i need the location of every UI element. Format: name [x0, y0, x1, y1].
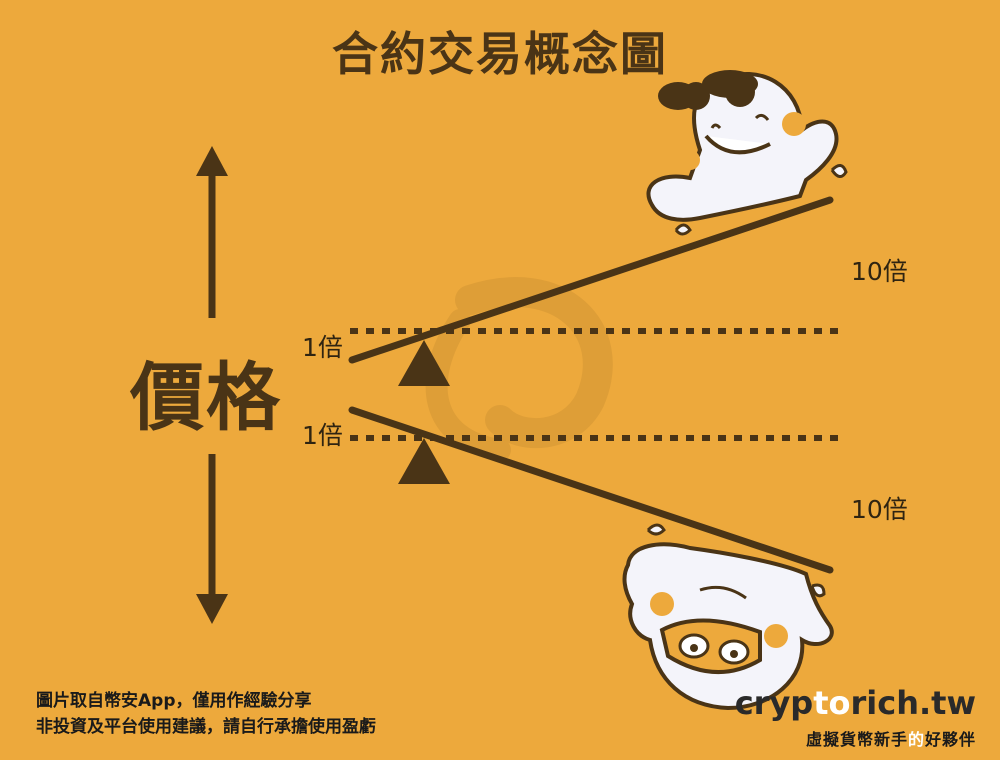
upper-base-multiplier-label: 1倍 [302, 333, 343, 362]
watermark-logo [425, 277, 613, 461]
disclaimer-text: 圖片取自幣安App，僅用作經驗分享 非投資及平台使用建議，請自行承擔使用盈虧 [36, 688, 376, 740]
lower-leverage-line [348, 406, 834, 574]
brand-part-2: to [813, 684, 851, 722]
upper-leverage-multiplier-label: 10倍 [851, 257, 908, 286]
brand-part-3: rich.tw [850, 684, 976, 722]
price-axis-label: 價格 [130, 355, 282, 441]
lower-leverage-multiplier-label: 10倍 [851, 495, 908, 524]
upper-leverage-line [348, 196, 834, 364]
brand-part-1: cryp [734, 684, 814, 722]
upper-fulcrum-triangle-icon [398, 340, 450, 386]
up-arrow-icon [196, 146, 228, 318]
disclaimer-line-1: 圖片取自幣安App，僅用作經驗分享 [36, 691, 312, 711]
brand-logo-text: cryptorich.tw [735, 684, 976, 722]
down-arrow-icon [196, 454, 228, 624]
disclaimer-line-2: 非投資及平台使用建議，請自行承擔使用盈虧 [36, 717, 376, 737]
mascot-happy-icon [646, 70, 848, 236]
diagram-title: 合約交易概念圖 [332, 27, 668, 81]
lower-fulcrum-triangle-icon [398, 438, 450, 484]
tagline-part-2: 的 [907, 730, 925, 749]
tagline-part-1: 虛擬貨幣新手 [805, 730, 908, 749]
brand-tagline: 虛擬貨幣新手的好夥伴 [806, 726, 976, 750]
mascot-worried-icon [622, 523, 834, 711]
lower-base-multiplier-label: 1倍 [302, 421, 343, 450]
tagline-part-3: 好夥伴 [924, 730, 976, 749]
